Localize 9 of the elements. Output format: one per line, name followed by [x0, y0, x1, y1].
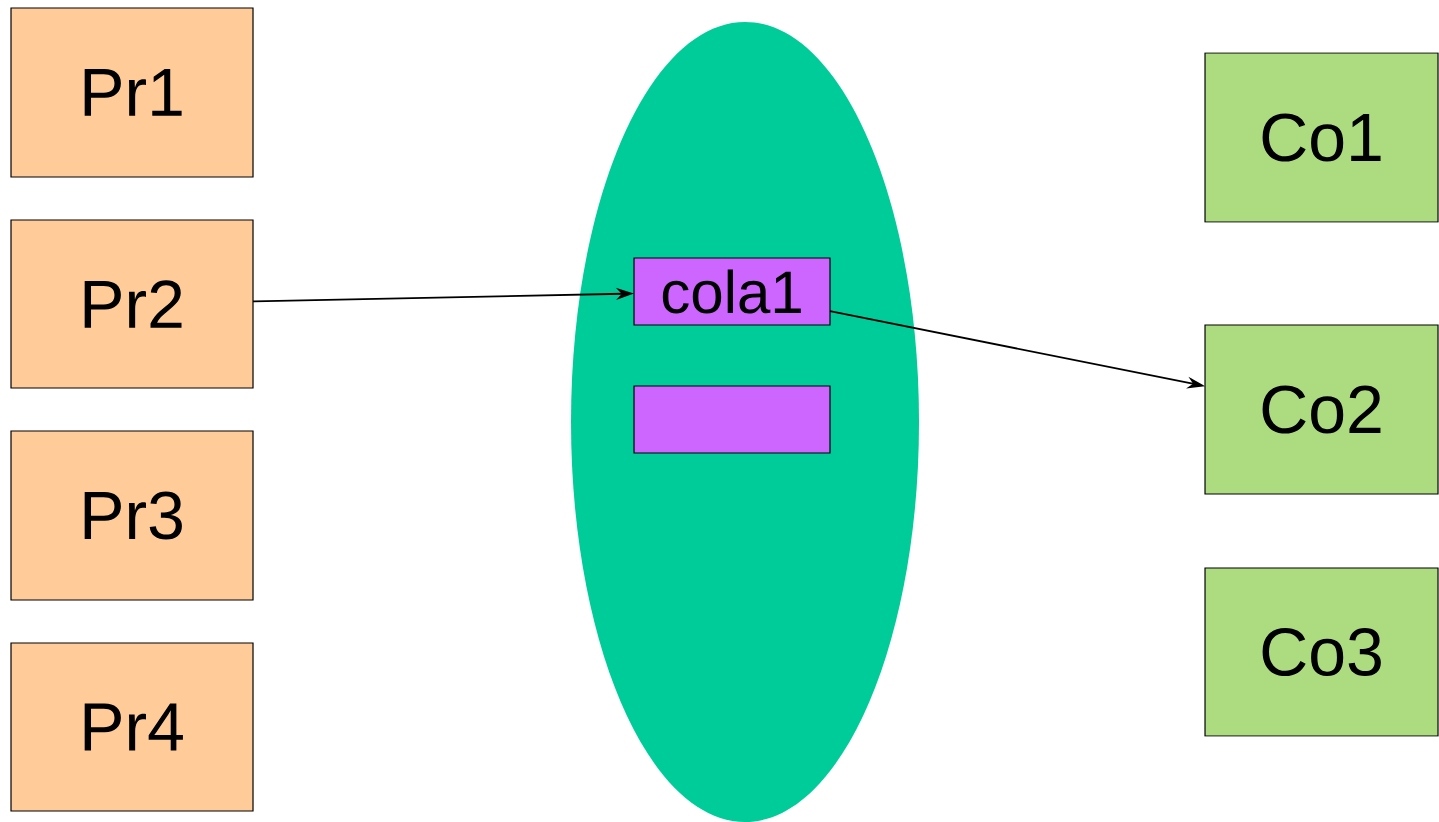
process-box: Pr2 [10, 219, 254, 389]
consumer-box: Co3 [1204, 567, 1439, 737]
process-box: Pr1 [10, 7, 254, 178]
process-box: Pr3 [10, 430, 254, 601]
queue-slot [633, 385, 831, 454]
queue-slot: cola1 [633, 257, 831, 326]
consumer-box: Co2 [1204, 324, 1439, 495]
consumer-box: Co1 [1204, 52, 1439, 223]
process-box: Pr4 [10, 642, 254, 812]
